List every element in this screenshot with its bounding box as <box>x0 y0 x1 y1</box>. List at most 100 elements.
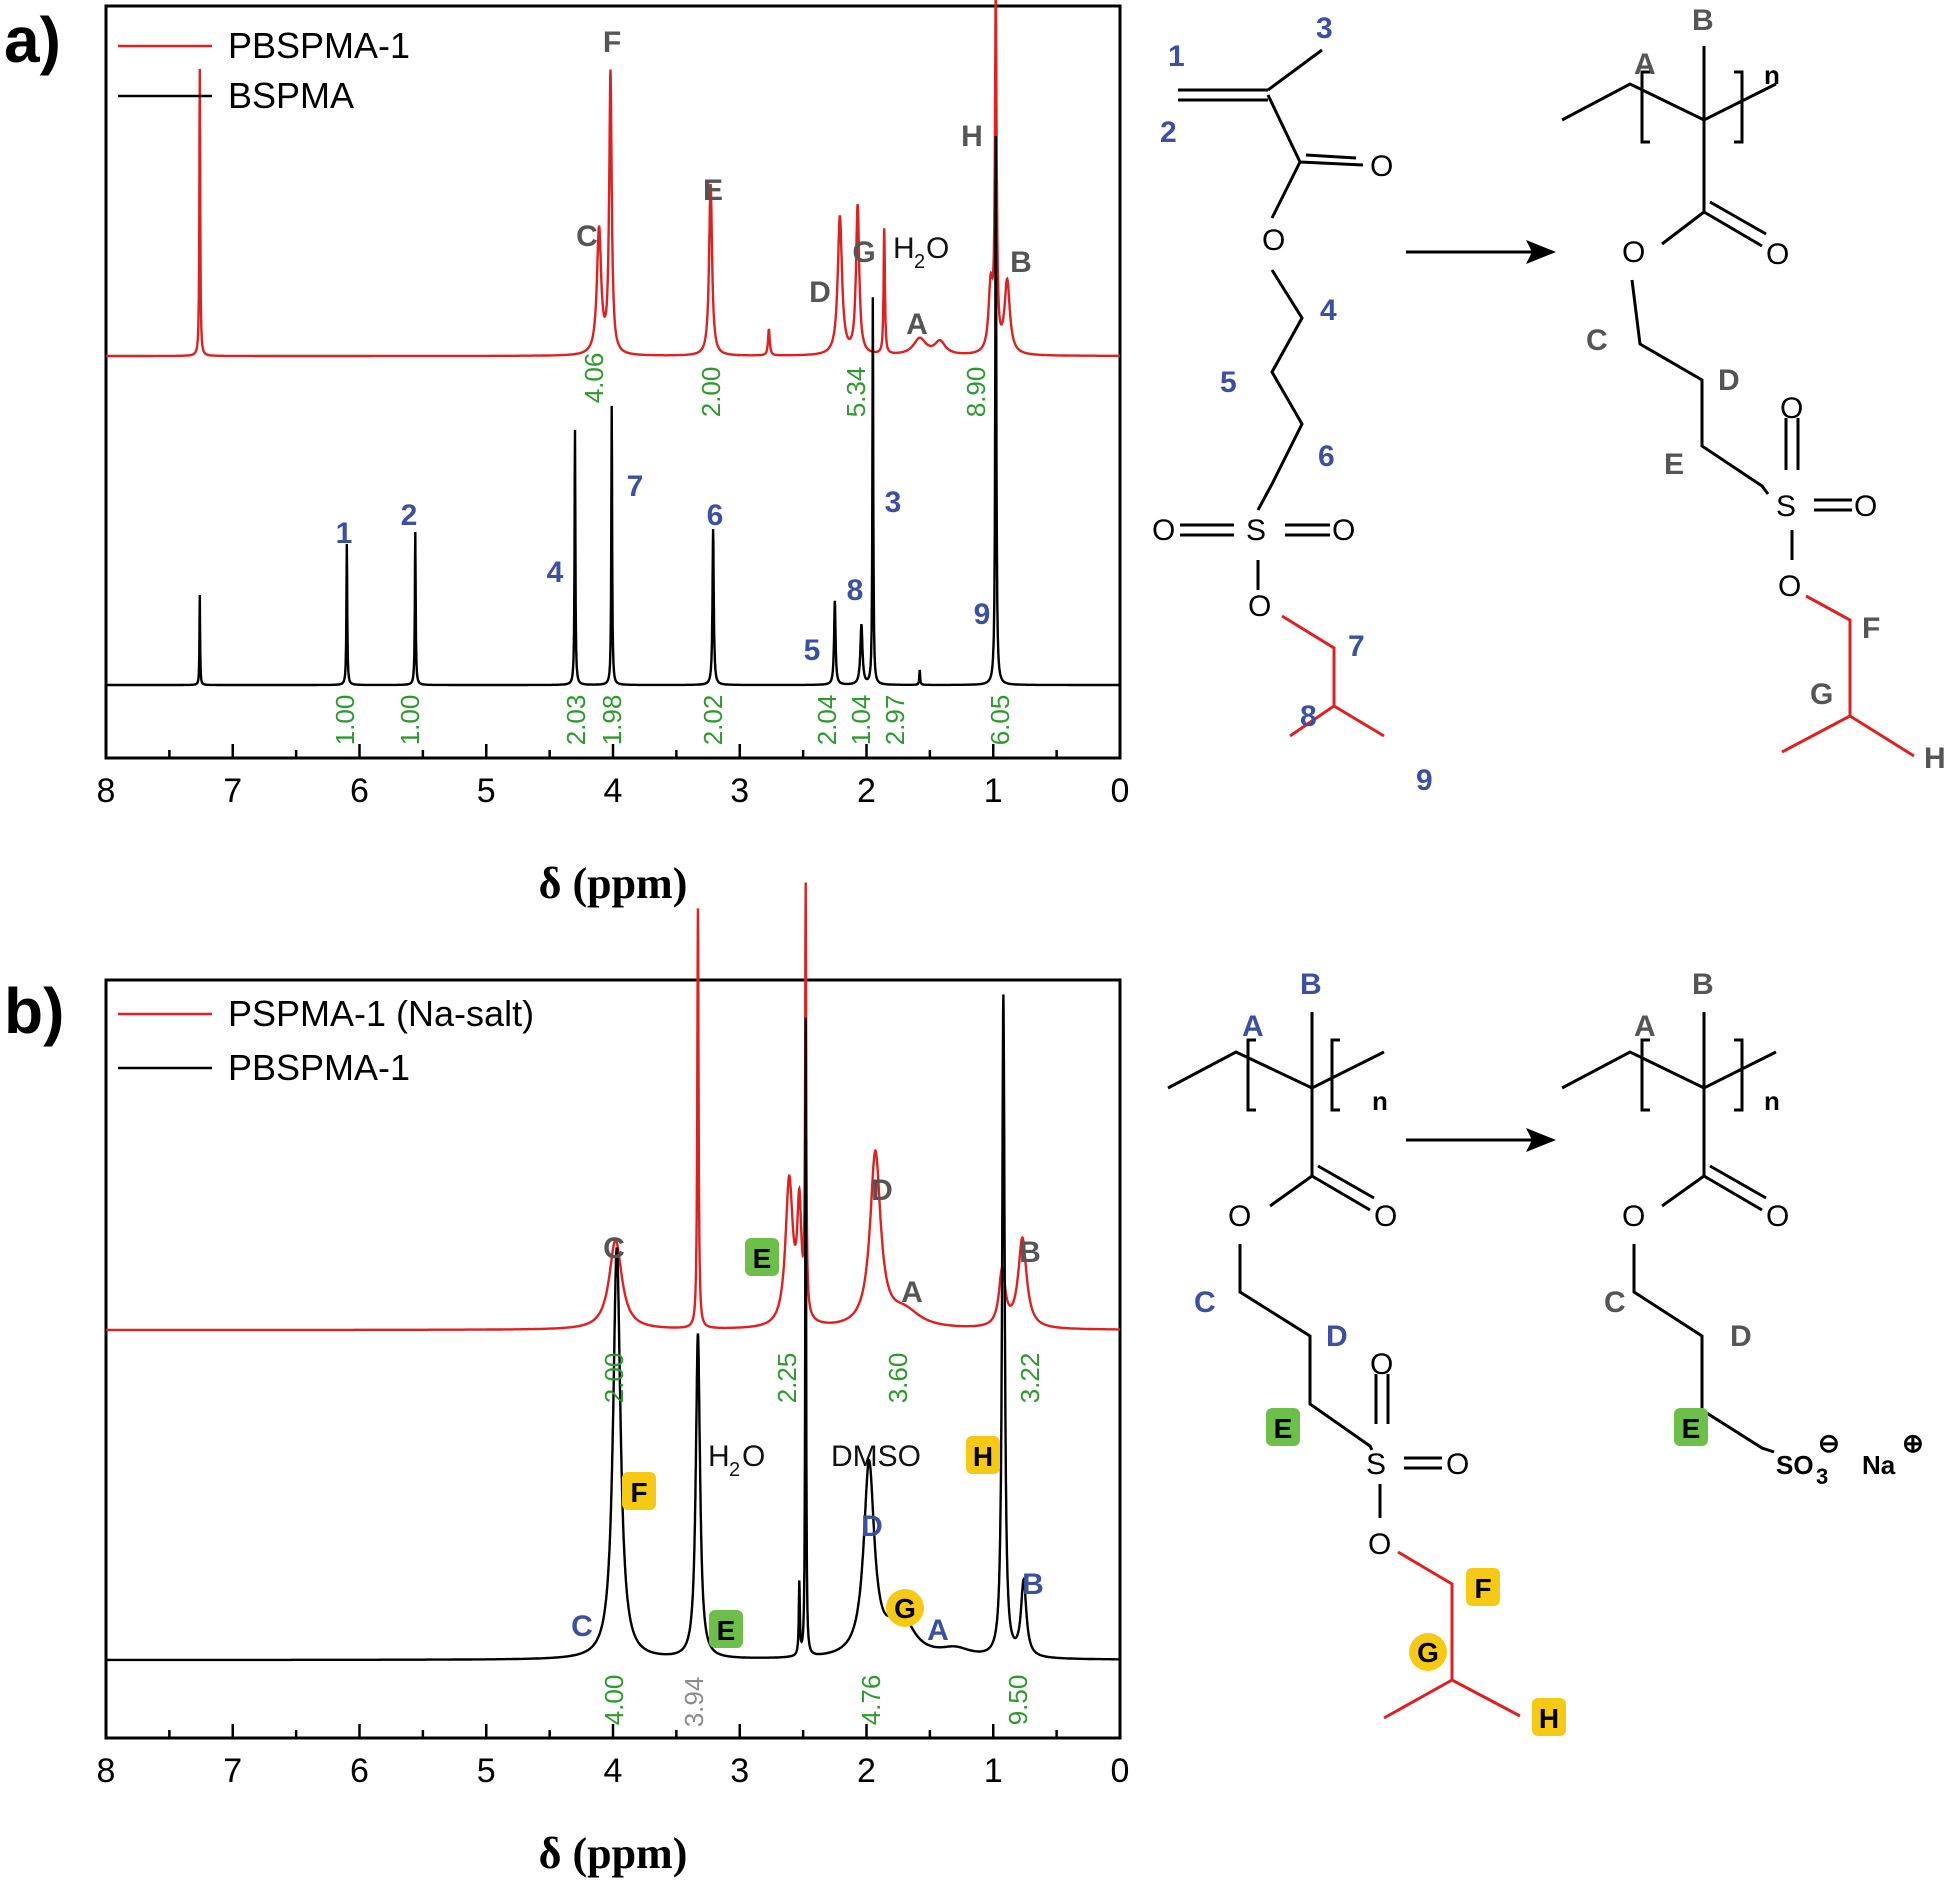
atom-n: n <box>1764 1086 1780 1116</box>
atom-O: O <box>1446 1448 1469 1481</box>
peak-label-1: 1 <box>336 517 353 550</box>
sulfonate-group: SO 3 ⊖ Na ⊕ <box>1776 1428 1924 1489</box>
peak-label-6: 6 <box>707 499 724 532</box>
x-tick-label: 3 <box>730 1752 749 1790</box>
group-label-E: E <box>1664 448 1684 481</box>
peak-label-8: 8 <box>847 574 864 607</box>
polymer-structure-pspma-na-salt: n O O SO 3 ⊖ Na ⊕ A B C D E <box>1561 968 1924 1489</box>
polymer-structure-pbspma-b: n O O O S O O A B C D E F G H <box>1167 968 1566 1736</box>
group-label-D: D <box>1326 1320 1348 1353</box>
integral-value: 1.00 <box>330 695 360 746</box>
peak-label-H-highlight: H <box>966 1436 1000 1474</box>
atom-O: O <box>1262 224 1285 257</box>
atom-O: O <box>1152 514 1175 547</box>
x-tick-label: 6 <box>350 772 369 810</box>
integral-value: 3.22 <box>1015 1353 1045 1404</box>
group-label-A: A <box>1634 1010 1656 1043</box>
x-tick-label: 7 <box>223 772 242 810</box>
peak-label-G-highlight: G <box>886 1589 924 1627</box>
position-label-3: 3 <box>1316 12 1333 45</box>
group-label-E-highlight: E <box>1674 1408 1708 1446</box>
group-label-D: D <box>1718 364 1740 397</box>
integral-value: 5.34 <box>841 367 871 418</box>
integral-value: 2.02 <box>698 695 728 746</box>
peak-label-E-highlight-b: E <box>709 1610 743 1648</box>
atom-n: n <box>1372 1086 1388 1116</box>
peak-label-3: 3 <box>885 486 902 519</box>
atom-O: O <box>1228 1200 1251 1233</box>
atom-O: O <box>1766 238 1789 271</box>
integral-value: 2.00 <box>599 1353 629 1404</box>
integral-value: 9.50 <box>1003 1675 1033 1726</box>
group-label-A: A <box>1634 48 1656 81</box>
series-pbspma1-spectrum <box>106 994 1120 1662</box>
group-label-C: C <box>1194 1286 1216 1319</box>
svg-text:G: G <box>1417 1637 1439 1668</box>
peak-label-E-highlight: E <box>745 1238 779 1276</box>
legend-label-bspma: BSPMA <box>228 75 354 116</box>
x-tick-label: 0 <box>1111 772 1130 810</box>
svg-text:2: 2 <box>729 1459 740 1481</box>
peak-label-C: C <box>576 220 598 253</box>
peak-label-water-b: H 2 O <box>708 1440 765 1481</box>
reaction-arrow-b <box>1406 1128 1556 1152</box>
series-pbspma1-spectrum <box>106 0 1120 358</box>
peak-label-water-a: H 2 O <box>893 232 949 273</box>
group-label-H-highlight: H <box>1532 1698 1566 1736</box>
x-tick-label: 1 <box>984 772 1003 810</box>
integral-value: 2.25 <box>772 1353 802 1404</box>
atom-O: O <box>1374 1200 1397 1233</box>
x-tick-label: 8 <box>97 772 116 810</box>
position-label-9: 9 <box>1416 764 1433 797</box>
peak-label-D: D <box>871 1174 893 1207</box>
peak-label-F: F <box>603 26 621 59</box>
atom-O: O <box>1368 1528 1391 1561</box>
svg-text:E: E <box>1274 1413 1293 1444</box>
x-tick-label: 4 <box>604 1752 623 1790</box>
svg-text:H: H <box>1539 1703 1559 1734</box>
integral-value: 4.00 <box>599 1675 629 1726</box>
group-label-B: B <box>1692 968 1714 1001</box>
x-tick-label: 7 <box>223 1752 242 1790</box>
position-label-6: 6 <box>1318 440 1335 473</box>
legend-label-pbspma1-b: PBSPMA-1 <box>228 1047 410 1088</box>
integral-value: 8.90 <box>961 367 991 418</box>
group-label-G-highlight: G <box>1409 1633 1447 1671</box>
svg-text:⊕: ⊕ <box>1902 1428 1924 1458</box>
svg-text:SO: SO <box>1776 1450 1814 1480</box>
peak-label-B: B <box>1022 1568 1044 1601</box>
group-label-F: F <box>1862 612 1880 645</box>
legend-label-pspma1: PSPMA-1 (Na-salt) <box>228 993 534 1034</box>
atom-O: O <box>1854 490 1877 523</box>
peak-label-9: 9 <box>974 598 991 631</box>
atom-n: n <box>1764 60 1780 90</box>
svg-text:Na: Na <box>1862 1450 1896 1480</box>
group-label-H: H <box>1924 742 1946 775</box>
atom-O: O <box>1622 236 1645 269</box>
peak-label-E: E <box>703 174 723 207</box>
panel-b-x-axis-label: δ (ppm) <box>539 1829 688 1878</box>
position-label-1: 1 <box>1168 40 1185 73</box>
integral-value: 3.94 <box>679 1677 709 1728</box>
group-label-A: A <box>1242 1010 1264 1043</box>
svg-text:G: G <box>894 1593 916 1624</box>
x-tick-label: 8 <box>97 1752 116 1790</box>
atom-O: O <box>1778 570 1801 603</box>
series-bspma-spectrum <box>106 135 1120 687</box>
polymer-structure-pbspma: n O O O S O O A B C D E F G H <box>1561 4 1946 775</box>
integral-value: 2.00 <box>696 367 726 418</box>
position-label-7: 7 <box>1348 630 1365 663</box>
peak-label-A: A <box>901 1276 923 1309</box>
position-label-8: 8 <box>1300 700 1317 733</box>
panel-a-label: a) <box>4 4 61 76</box>
integral-value: 4.76 <box>856 1675 886 1726</box>
position-label-5: 5 <box>1220 366 1237 399</box>
position-label-2: 2 <box>1160 116 1177 149</box>
panel-b-legend: PSPMA-1 (Na-salt) PBSPMA-1 <box>118 993 534 1088</box>
series-pspma1-na-salt-spectrum <box>106 882 1120 1332</box>
atom-S: S <box>1776 490 1796 523</box>
